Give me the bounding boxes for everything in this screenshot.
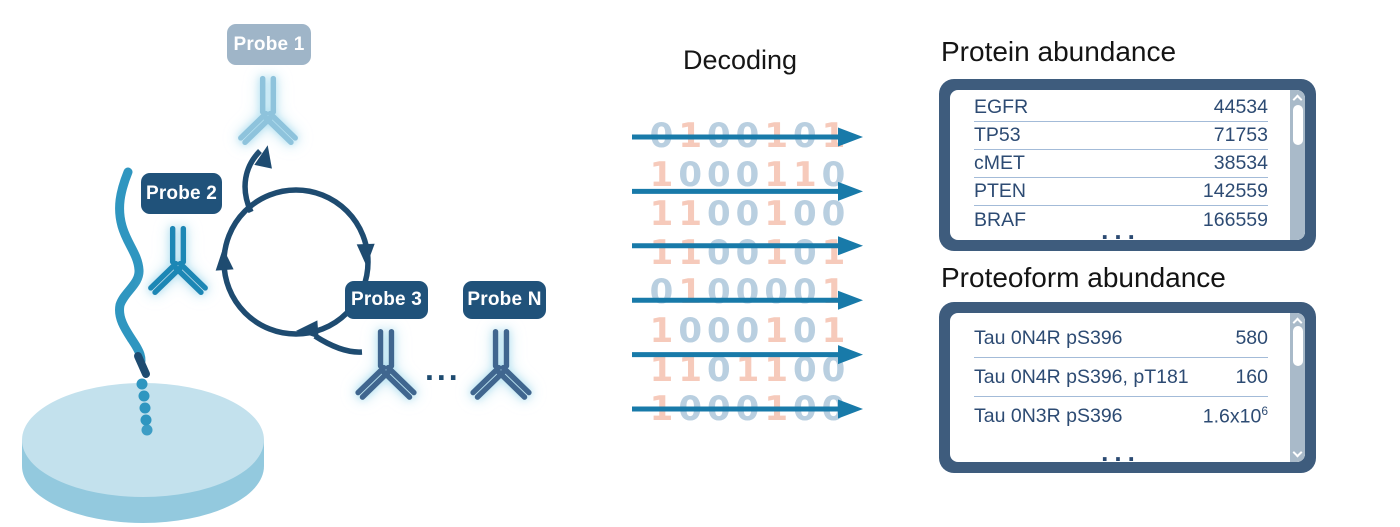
sensor-disc [22, 383, 264, 523]
protein-strand [115, 167, 146, 366]
arrowhead-bottom-left [296, 320, 319, 339]
row-value: 44534 [1213, 96, 1268, 118]
binary-code-row: 1101100 [649, 350, 851, 390]
scrollbar-thumb[interactable] [1292, 326, 1303, 366]
strand-anchor [134, 352, 150, 378]
table-row: Tau 0N4R pS396, pT181 160 [974, 358, 1268, 397]
scroll-up-icon[interactable] [1292, 94, 1303, 105]
arrowhead-left-up [215, 248, 234, 271]
probe-2-antibody-icon [151, 229, 205, 293]
probe-3-label: Probe 3 [345, 281, 428, 319]
probe-n-label: Probe N [463, 281, 546, 319]
row-label: TP53 [974, 124, 1021, 146]
probe-2-label: Probe 2 [141, 173, 222, 214]
row-value: 142559 [1202, 180, 1268, 202]
probe-cycle-diagram [22, 0, 620, 523]
arrowhead-right-down [356, 243, 375, 266]
probe-n-antibody-icon [473, 332, 529, 397]
protein-table-ellipsis: ... [1101, 215, 1141, 240]
cycle-entry-arrow-shaft [313, 333, 363, 355]
row-value: 160 [1235, 365, 1268, 388]
decode-arrow [632, 127, 863, 147]
probes-ellipsis: ... [425, 351, 461, 387]
cycle-arrowheads [215, 145, 375, 339]
binary-code-row: 1000110 [649, 155, 851, 195]
row-label: EGFR [974, 96, 1029, 118]
proteoform-scrollbar[interactable] [1290, 313, 1305, 462]
cycle-exit-arrow-shaft [242, 149, 263, 214]
row-label: Tau 0N4R pS396, pT181 [974, 365, 1189, 388]
decode-arrow [632, 236, 863, 256]
table-row: TP53 71753 [974, 122, 1268, 150]
row-value: 71753 [1213, 124, 1268, 146]
binary-code-row: 1000101 [649, 311, 851, 351]
table-row: cMET 38534 [974, 150, 1268, 178]
row-value: 1.6x106 [1202, 404, 1268, 428]
strand-beads [136, 378, 153, 436]
row-label: BRAF [974, 208, 1027, 231]
probe-3-antibody-icon [358, 332, 414, 397]
arrowhead-to-probe1 [254, 145, 272, 169]
table-row: BRAF 166559 [974, 206, 1268, 234]
protein-abundance-title: Protein abundance [941, 36, 1177, 67]
table-row: Tau 0N3R pS396 1.6x106 [974, 397, 1268, 436]
probe-1-antibody-icon [241, 79, 295, 143]
scroll-down-icon[interactable] [1292, 447, 1303, 458]
row-value: 580 [1235, 326, 1268, 349]
decode-arrows [632, 127, 863, 419]
row-value: 38534 [1213, 152, 1268, 174]
proteoform-abundance-title: Proteoform abundance [941, 262, 1226, 293]
row-label: Tau 0N4R pS396 [974, 326, 1123, 349]
decoding-title: Decoding [682, 45, 798, 75]
table-row: EGFR 44534 [974, 94, 1268, 122]
table-row: Tau 0N4R pS396 580 [974, 319, 1268, 358]
row-label: PTEN [974, 180, 1027, 202]
decode-arrow [632, 345, 863, 365]
probe-1-label: Probe 1 [227, 24, 311, 65]
decode-arrow [632, 181, 863, 201]
proteoform-table-ellipsis: ... [1101, 437, 1141, 462]
row-label: cMET [974, 152, 1025, 174]
decode-arrow [632, 290, 863, 310]
table-row: PTEN 142559 [974, 178, 1268, 206]
protein-scrollbar[interactable] [1290, 90, 1305, 240]
row-value: 166559 [1202, 208, 1268, 231]
scrollbar-thumb[interactable] [1292, 105, 1303, 145]
binary-code-row: 1100100 [649, 194, 851, 234]
decode-arrow [632, 399, 863, 419]
row-label: Tau 0N3R pS396 [974, 405, 1123, 427]
